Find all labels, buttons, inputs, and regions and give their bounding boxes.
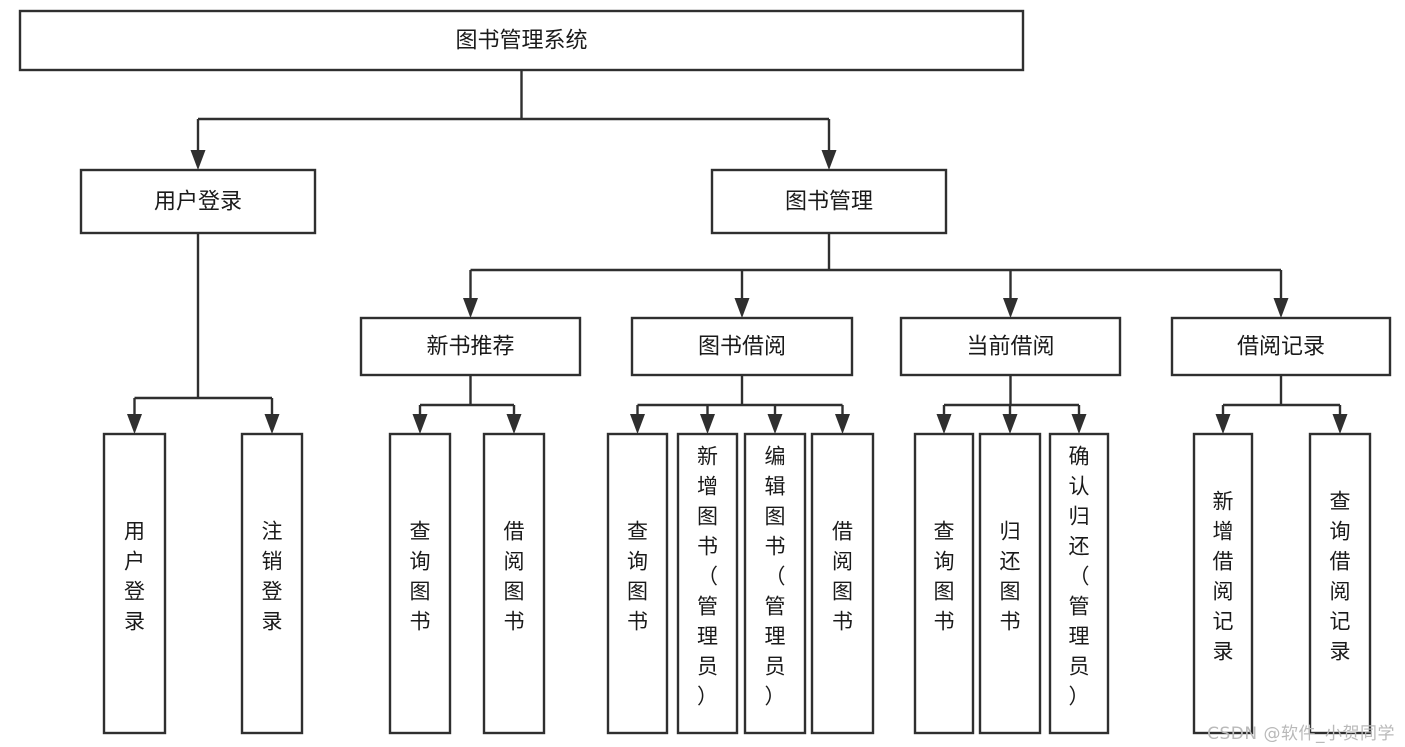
node-label: 借阅记录 xyxy=(1237,335,1325,360)
arrow-head-icon xyxy=(936,414,952,434)
node-leaf-add-record[interactable]: 新增借阅记录 xyxy=(1192,432,1254,735)
node-box[interactable] xyxy=(482,432,546,735)
node-book-manage[interactable]: 图书管理 xyxy=(710,168,948,235)
node-label: 确认归还（管理员） xyxy=(1069,445,1090,709)
arrow-head-icon xyxy=(1003,298,1018,318)
arrow-head-icon xyxy=(463,298,478,318)
edge-group-user-login xyxy=(127,233,280,434)
node-label: 查询图书 xyxy=(410,520,431,634)
node-leaf-add-book[interactable]: 新增图书（管理员） xyxy=(676,432,739,735)
node-label: 查询借阅记录 xyxy=(1330,490,1351,664)
arrow-head-icon xyxy=(700,414,715,434)
node-book-borrow[interactable]: 图书借阅 xyxy=(630,316,854,377)
node-box[interactable] xyxy=(913,432,975,735)
node-label: 用户登录 xyxy=(154,190,242,215)
edge-group-borrow-record xyxy=(1215,375,1348,434)
edge-group-current-borrow xyxy=(936,375,1087,434)
node-box[interactable] xyxy=(18,9,1025,72)
node-leaf-logout[interactable]: 注销登录 xyxy=(240,432,304,735)
node-box[interactable] xyxy=(743,432,807,735)
node-label: 图书管理系统 xyxy=(455,29,587,54)
node-label: 图书借阅 xyxy=(698,335,786,360)
node-box[interactable] xyxy=(359,316,582,377)
node-label: 新增图书（管理员） xyxy=(697,445,718,709)
node-leaf-borrow-book-1[interactable]: 借阅图书 xyxy=(482,432,546,735)
node-label: 查询图书 xyxy=(934,520,955,634)
node-box[interactable] xyxy=(1192,432,1254,735)
arrow-head-icon xyxy=(734,298,750,318)
node-label: 编辑图书（管理员） xyxy=(765,445,786,709)
node-leaf-query-book-2[interactable]: 查询图书 xyxy=(606,432,669,735)
node-label: 归还图书 xyxy=(1000,520,1021,634)
node-leaf-return-book[interactable]: 归还图书 xyxy=(978,432,1042,735)
arrow-head-icon xyxy=(1002,414,1018,434)
node-new-book-rec[interactable]: 新书推荐 xyxy=(359,316,582,377)
node-box[interactable] xyxy=(606,432,669,735)
arrow-head-icon xyxy=(412,414,428,434)
node-box[interactable] xyxy=(388,432,452,735)
node-box[interactable] xyxy=(630,316,854,377)
arrow-head-icon xyxy=(767,414,783,434)
edge-layer xyxy=(127,70,1348,434)
arrow-head-icon xyxy=(506,414,522,434)
arrow-head-icon xyxy=(821,150,837,170)
arrow-head-icon xyxy=(630,414,645,434)
node-box[interactable] xyxy=(978,432,1042,735)
node-box[interactable] xyxy=(1170,316,1392,377)
node-box[interactable] xyxy=(810,432,875,735)
node-borrow-record[interactable]: 借阅记录 xyxy=(1170,316,1392,377)
node-current-borrow[interactable]: 当前借阅 xyxy=(899,316,1122,377)
node-leaf-query-record[interactable]: 查询借阅记录 xyxy=(1308,432,1372,735)
node-label: 借阅图书 xyxy=(504,520,525,634)
edge-group-root xyxy=(190,70,837,170)
arrow-head-icon xyxy=(127,414,142,434)
node-leaf-borrow-book-2[interactable]: 借阅图书 xyxy=(810,432,875,735)
node-layer: 图书管理系统用户登录图书管理新书推荐图书借阅当前借阅借阅记录用户登录注销登录查询… xyxy=(18,9,1392,735)
node-label: 查询图书 xyxy=(627,520,648,634)
node-label: 当前借阅 xyxy=(966,335,1054,360)
node-leaf-user-login[interactable]: 用户登录 xyxy=(102,432,167,735)
node-label: 注销登录 xyxy=(262,520,283,634)
node-label: 用户登录 xyxy=(124,520,145,634)
node-leaf-edit-book[interactable]: 编辑图书（管理员） xyxy=(743,432,807,735)
node-box[interactable] xyxy=(102,432,167,735)
node-box[interactable] xyxy=(240,432,304,735)
node-box[interactable] xyxy=(1308,432,1372,735)
node-leaf-query-book-3[interactable]: 查询图书 xyxy=(913,432,975,735)
edge-group-book-manage xyxy=(463,233,1289,318)
node-leaf-confirm-return[interactable]: 确认归还（管理员） xyxy=(1048,432,1110,735)
arrow-head-icon xyxy=(835,414,850,434)
node-user-login[interactable]: 用户登录 xyxy=(79,168,317,235)
arrow-head-icon xyxy=(1273,298,1289,318)
arrow-head-icon xyxy=(1215,414,1231,434)
node-label: 新增借阅记录 xyxy=(1213,490,1234,664)
arrow-head-icon xyxy=(1071,414,1087,434)
node-box[interactable] xyxy=(79,168,317,235)
node-label: 借阅图书 xyxy=(832,520,853,634)
node-label: 图书管理 xyxy=(785,190,873,215)
node-box[interactable] xyxy=(676,432,739,735)
node-root[interactable]: 图书管理系统 xyxy=(18,9,1025,72)
arrow-head-icon xyxy=(264,414,280,434)
node-box[interactable] xyxy=(899,316,1122,377)
edge-group-book-borrow xyxy=(630,375,850,434)
arrow-head-icon xyxy=(1332,414,1348,434)
node-box[interactable] xyxy=(710,168,948,235)
node-box[interactable] xyxy=(1048,432,1110,735)
node-label: 新书推荐 xyxy=(426,335,514,360)
node-leaf-query-book-1[interactable]: 查询图书 xyxy=(388,432,452,735)
edge-group-new-book-rec xyxy=(412,375,522,434)
arrow-head-icon xyxy=(190,150,206,170)
